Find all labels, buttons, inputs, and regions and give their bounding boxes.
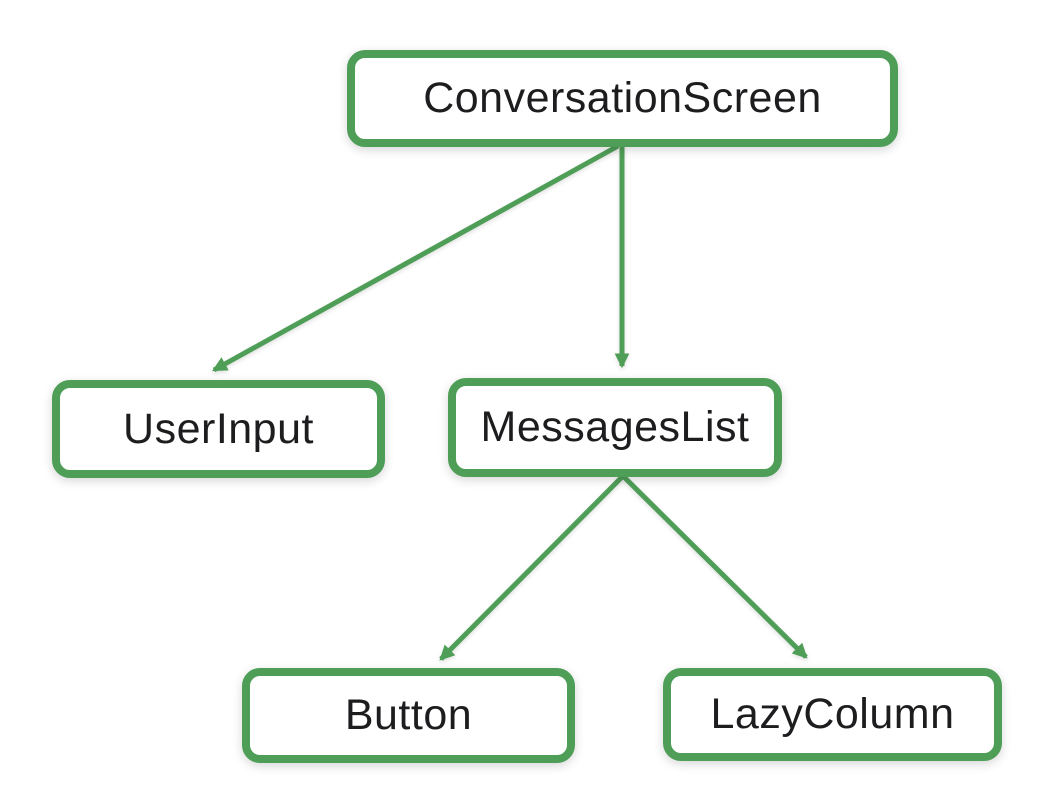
node-lazycolumn-label: LazyColumn	[710, 690, 955, 738]
node-messageslist: MessagesList	[448, 378, 782, 477]
node-lazycolumn: LazyColumn	[663, 668, 1002, 761]
node-conversationscreen-label: ConversationScreen	[423, 74, 822, 122]
node-messageslist-label: MessagesList	[480, 403, 750, 451]
edge-messageslist-lazycolumn	[621, 474, 808, 659]
edge-messageslist-button	[439, 474, 625, 661]
node-userinput: UserInput	[52, 380, 385, 478]
edge-conversationscreen-userinput	[212, 143, 620, 373]
node-userinput-label: UserInput	[123, 404, 314, 453]
node-conversationscreen: ConversationScreen	[347, 50, 898, 147]
node-button: Button	[242, 668, 575, 763]
node-button-label: Button	[344, 691, 473, 739]
